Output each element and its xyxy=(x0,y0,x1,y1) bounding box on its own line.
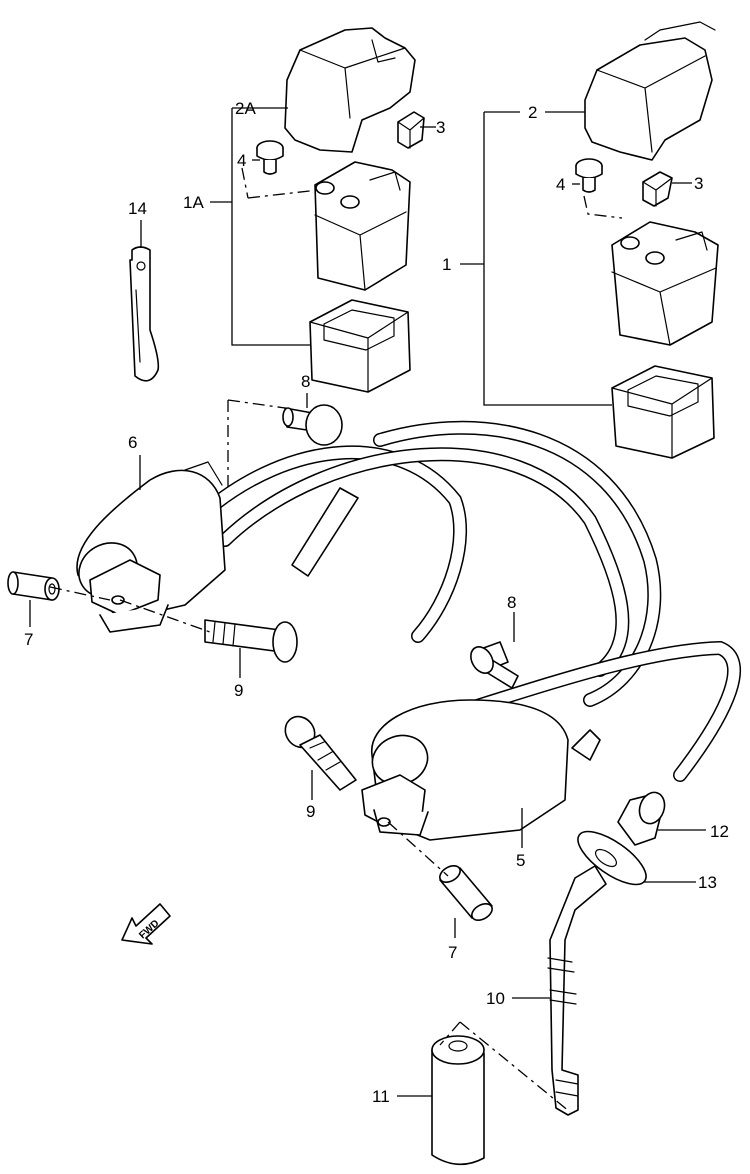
callout-4-left: 4 xyxy=(237,151,246,170)
spacer-7-right[interactable] xyxy=(437,862,495,923)
ignition-coil-5[interactable] xyxy=(361,699,601,841)
callout-3-right: 3 xyxy=(694,174,703,193)
callout-14: 14 xyxy=(128,199,147,218)
arrow-left-down-icon xyxy=(121,903,171,945)
callout-1: 1 xyxy=(442,255,451,274)
bolt-4-left[interactable] xyxy=(256,140,284,175)
callout-1a: 1A xyxy=(183,193,204,212)
callout-9-left: 9 xyxy=(234,681,243,700)
spacer-7-left[interactable] xyxy=(7,571,60,601)
leader-lines xyxy=(29,107,706,1113)
callout-2a: 2A xyxy=(235,99,256,118)
callout-3-left: 3 xyxy=(436,118,445,137)
bolt-9-left[interactable] xyxy=(204,619,298,663)
grommet-13[interactable] xyxy=(570,822,654,894)
bolt-8-top[interactable] xyxy=(282,404,343,446)
high-tension-cords xyxy=(198,420,742,782)
callout-5: 5 xyxy=(516,851,525,870)
bolt-8-right[interactable] xyxy=(466,641,519,689)
grommet-12[interactable] xyxy=(617,789,669,846)
callout-13: 13 xyxy=(698,873,717,892)
relay-cushion-right[interactable] xyxy=(611,365,715,459)
fuse-3-left[interactable] xyxy=(397,111,425,149)
callout-12: 12 xyxy=(710,822,729,841)
relay-cushion-left[interactable] xyxy=(309,299,411,393)
callout-labels: 2A 3 4 1A 14 2 4 3 1 8 6 7 9 8 9 5 12 13… xyxy=(24,99,729,1106)
callout-11: 11 xyxy=(372,1087,390,1106)
callout-6: 6 xyxy=(128,433,137,452)
bolt-9-right[interactable] xyxy=(279,711,357,791)
bolt-4-right[interactable] xyxy=(575,158,603,193)
callout-7-left: 7 xyxy=(24,630,33,649)
relay-cover-2[interactable] xyxy=(584,21,716,161)
starter-relay-left[interactable] xyxy=(314,161,411,291)
relay-cover-2a[interactable] xyxy=(284,27,416,153)
callout-7-right: 7 xyxy=(448,943,457,962)
ignition-coil-6[interactable] xyxy=(69,461,226,633)
cable-clamp-14[interactable] xyxy=(129,246,160,382)
callout-2: 2 xyxy=(528,103,537,122)
callout-8-right: 8 xyxy=(507,593,516,612)
starter-relay-right[interactable] xyxy=(611,221,719,346)
callout-10: 10 xyxy=(486,989,505,1008)
callout-9-right: 9 xyxy=(306,802,315,821)
fwd-indicator: FWD xyxy=(121,903,171,945)
fuse-3-right[interactable] xyxy=(642,171,673,207)
callout-4-right: 4 xyxy=(556,175,565,194)
plug-boot-11[interactable] xyxy=(431,1035,485,1166)
callout-8-top: 8 xyxy=(301,372,310,391)
plug-cap-10[interactable] xyxy=(547,865,607,1116)
